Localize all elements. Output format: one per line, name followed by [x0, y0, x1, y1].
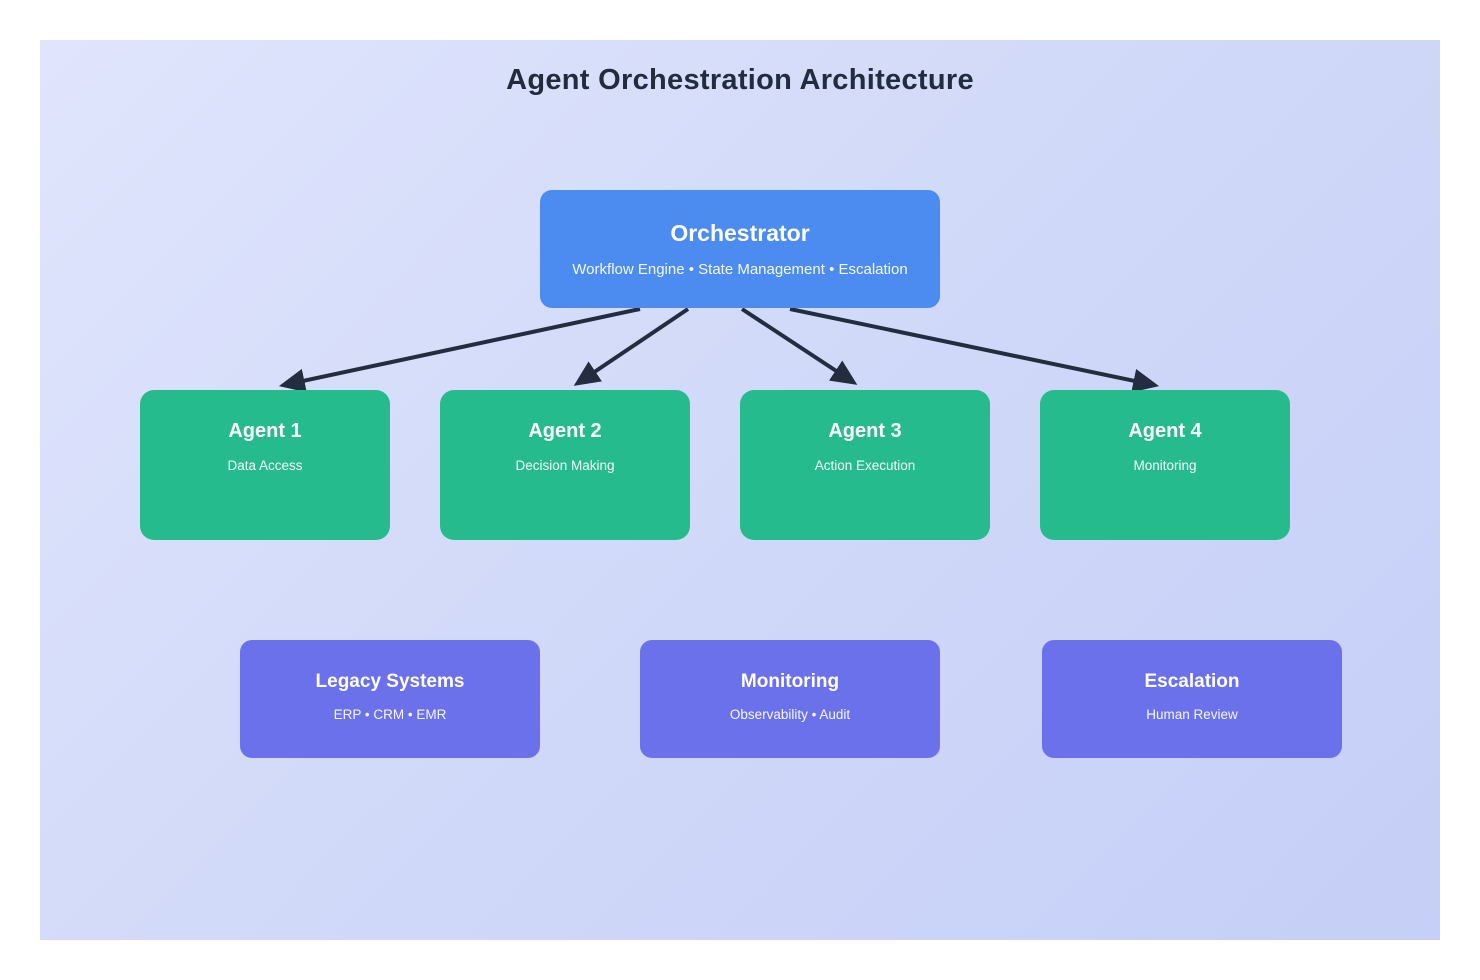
- monitoring-subtitle: Observability • Audit: [729, 707, 851, 722]
- agent-1-title: Agent 1: [228, 420, 302, 442]
- arrow-orchestrator-to-agent-4: [789, 307, 1160, 393]
- arrow-orchestrator-to-agent-2: [573, 307, 690, 386]
- orchestrator-title: Orchestrator: [670, 220, 810, 246]
- arrow-orchestrator-to-agent-3: [740, 307, 858, 385]
- legacy-systems-subtitle: ERP • CRM • EMR: [333, 707, 447, 722]
- agent-4-title: Agent 4: [1128, 420, 1202, 442]
- monitoring-node: Monitoring Observability • Audit: [640, 640, 940, 758]
- agent-3-title: Agent 3: [828, 420, 902, 442]
- agent-1-node: Agent 1 Data Access: [140, 390, 390, 540]
- agent-2-title: Agent 2: [528, 420, 602, 442]
- orchestrator-node: Orchestrator Workflow Engine • State Man…: [540, 190, 940, 308]
- agent-2-subtitle: Decision Making: [515, 458, 615, 473]
- agent-1-subtitle: Data Access: [227, 458, 303, 473]
- escalation-title: Escalation: [1144, 671, 1240, 692]
- escalation-node: Escalation Human Review: [1042, 640, 1342, 758]
- diagram-canvas: Agent Orchestration Architecture Orchest…: [40, 40, 1440, 940]
- arrow-orchestrator-to-agent-1: [278, 307, 641, 393]
- agent-3-node: Agent 3 Action Execution: [740, 390, 990, 540]
- escalation-subtitle: Human Review: [1146, 707, 1238, 722]
- diagram-title: Agent Orchestration Architecture: [506, 64, 974, 96]
- agent-2-node: Agent 2 Decision Making: [440, 390, 690, 540]
- orchestrator-subtitle: Workflow Engine • State Management • Esc…: [572, 261, 908, 278]
- legacy-systems-title: Legacy Systems: [315, 671, 465, 692]
- monitoring-title: Monitoring: [740, 671, 840, 692]
- agent-3-subtitle: Action Execution: [814, 458, 916, 473]
- agent-4-node: Agent 4 Monitoring: [1040, 390, 1290, 540]
- agent-4-subtitle: Monitoring: [1133, 458, 1197, 473]
- legacy-systems-node: Legacy Systems ERP • CRM • EMR: [240, 640, 540, 758]
